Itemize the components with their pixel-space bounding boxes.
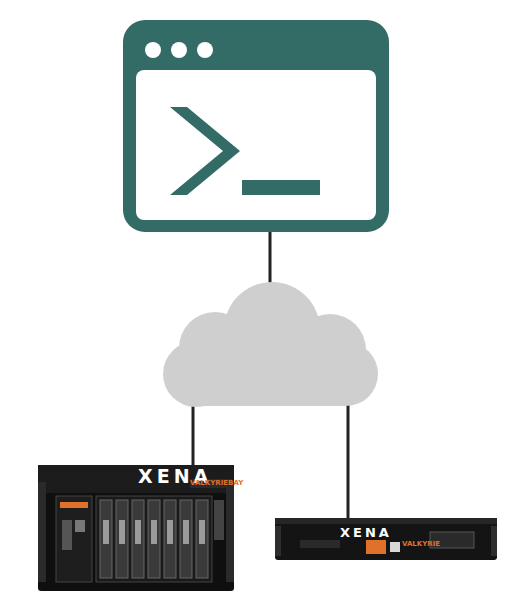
wire [347, 392, 350, 519]
brand-logo: XENA [340, 526, 392, 539]
model-name: VALKYRIEBAY [190, 480, 243, 487]
appliance-device [275, 518, 497, 560]
model-name: VALKYRIE [402, 541, 440, 548]
terminal-icon [123, 20, 389, 232]
cloud-shape [163, 282, 378, 407]
